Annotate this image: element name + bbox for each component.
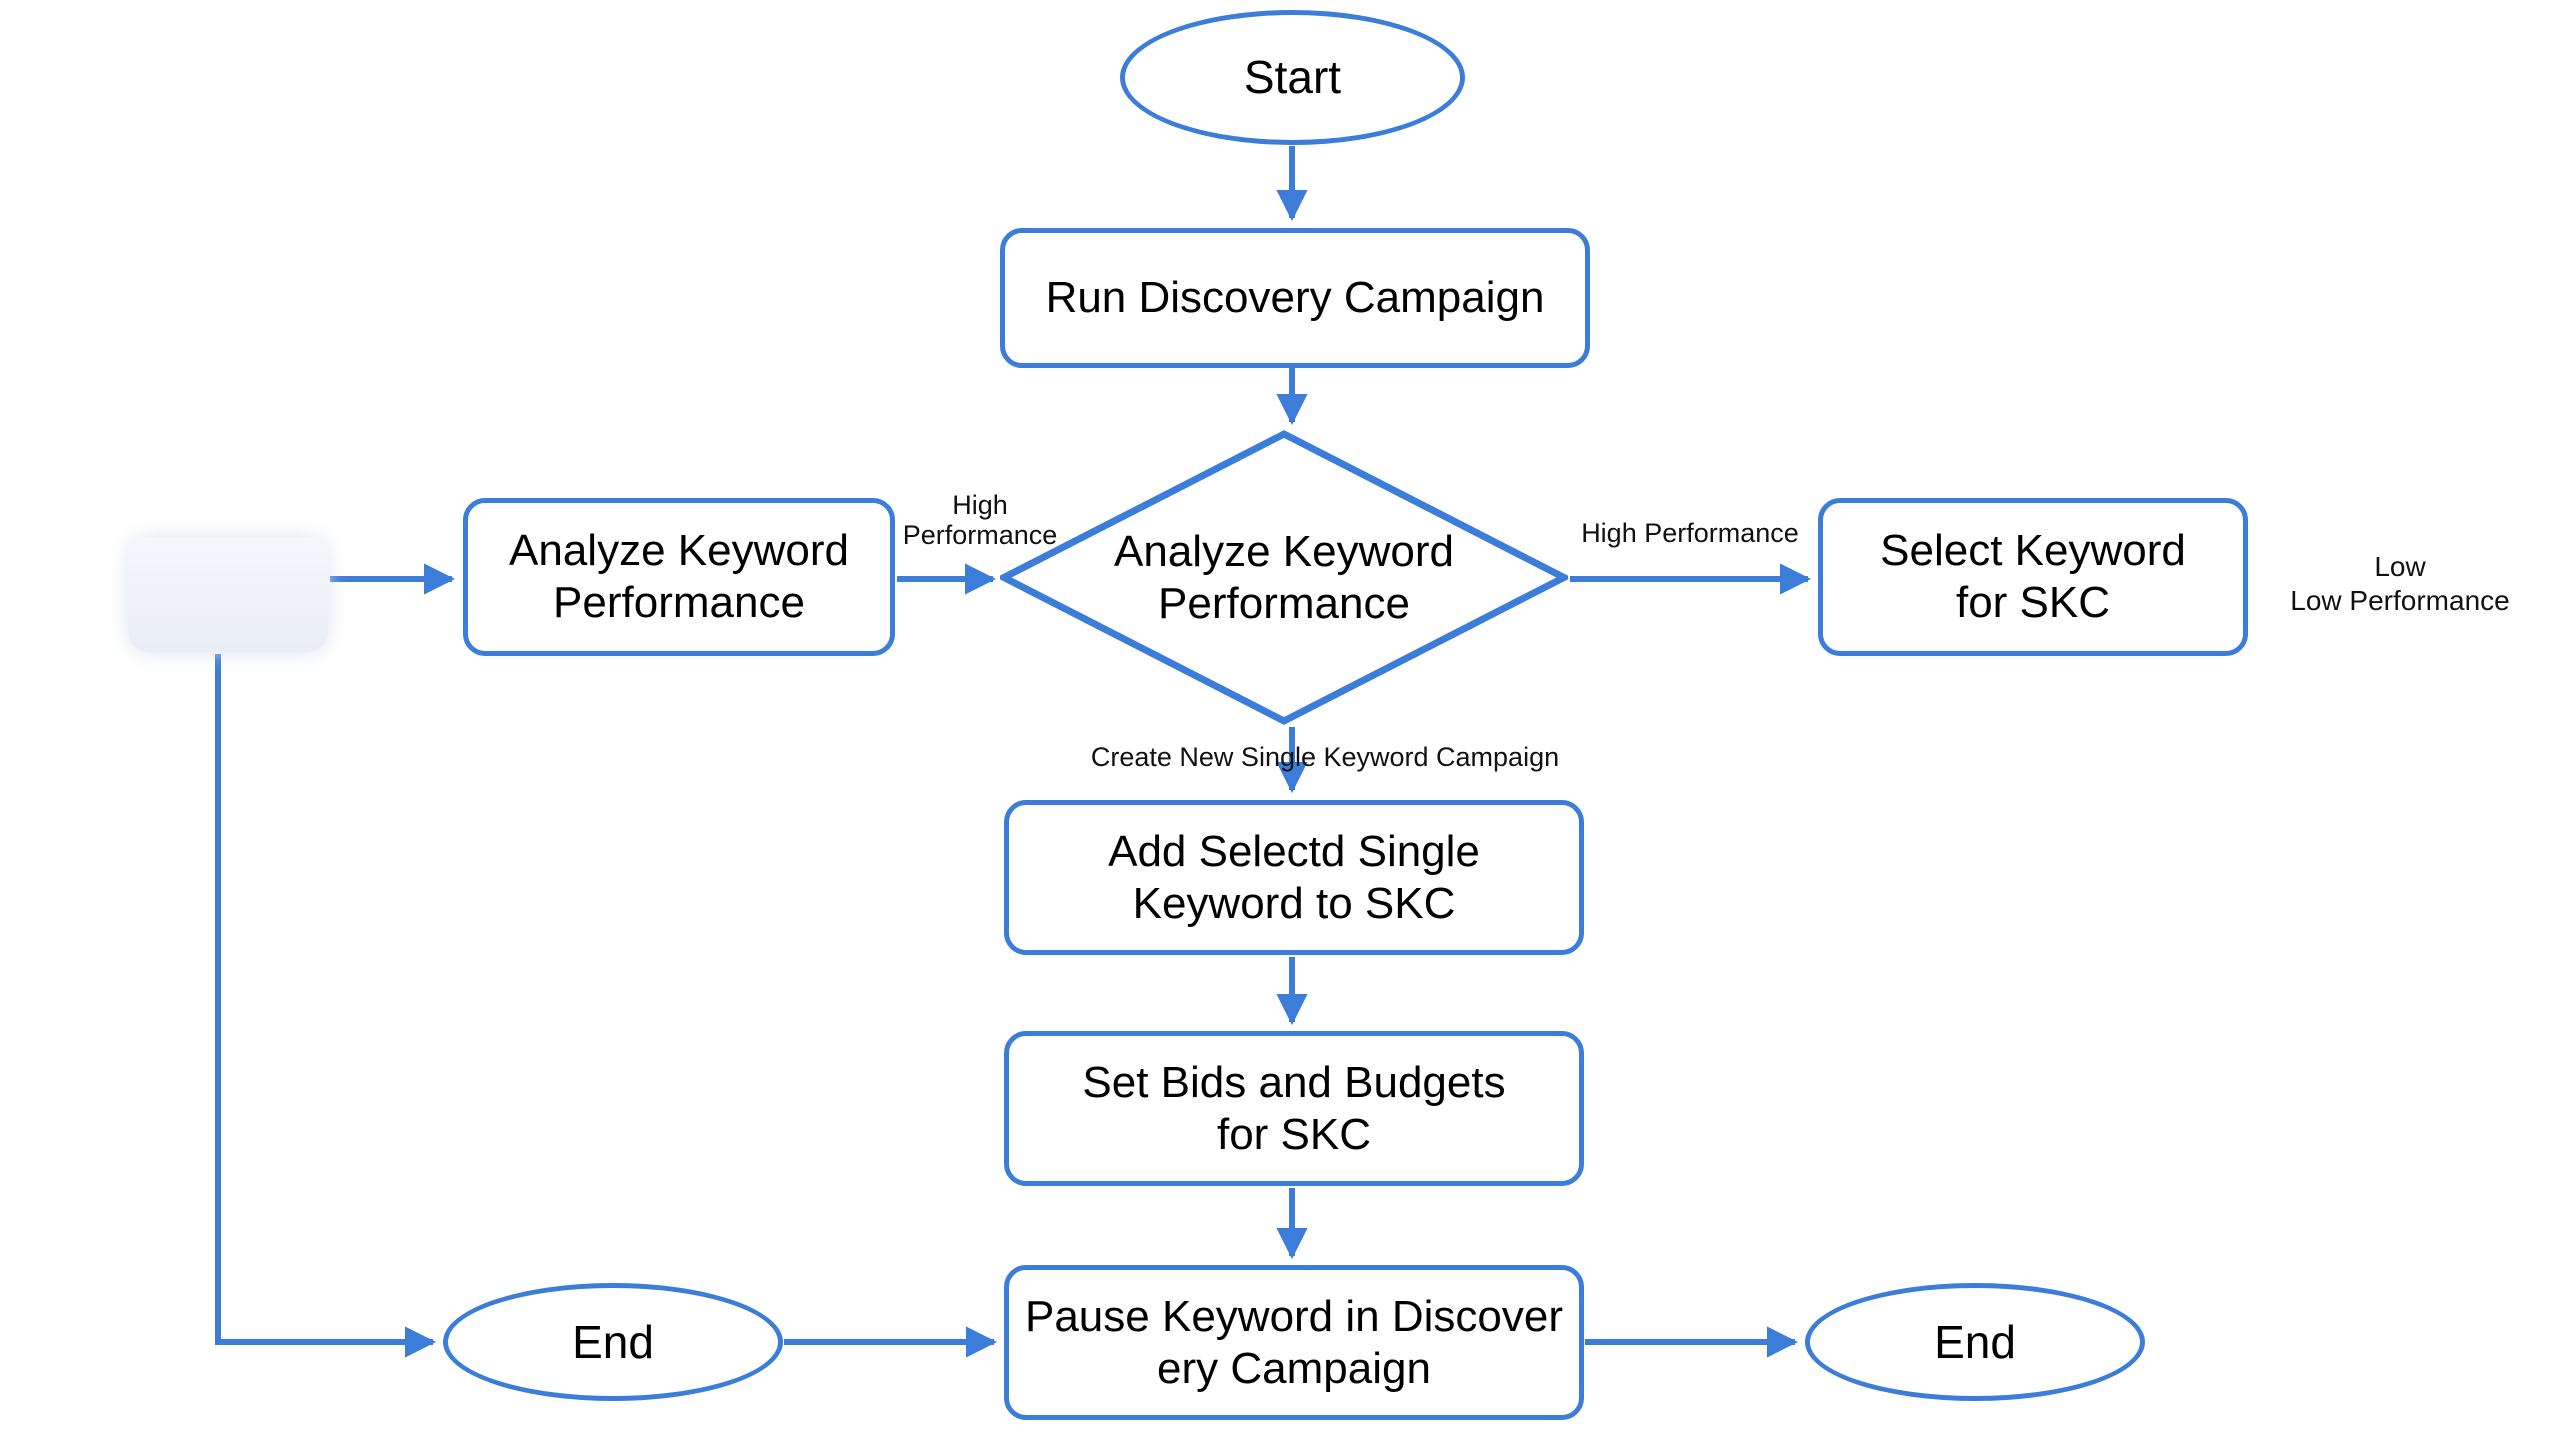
end-terminator-right-label: End — [1934, 1315, 2016, 1368]
analyze-keyword-performance-decision-label: Analyze Keyword Performance — [1114, 526, 1454, 628]
analyze-keyword-performance-process[interactable]: Analyze Keyword Performance — [463, 498, 895, 656]
set-bids-and-budgets-process[interactable]: Set Bids and Budgets for SKC — [1004, 1031, 1584, 1186]
pause-keyword-in-discovery-label: Pause Keyword in Discover ery Campaign — [1024, 1291, 1563, 1393]
ghost-placeholder-node[interactable] — [128, 537, 328, 652]
end-terminator-left[interactable]: End — [443, 1283, 783, 1401]
run-discovery-campaign-process[interactable]: Run Discovery Campaign — [1000, 228, 1590, 368]
set-bids-and-budgets-label: Set Bids and Budgets for SKC — [1082, 1057, 1506, 1159]
edge-label-create-new-single-keyword-campaign: Create New Single Keyword Campaign — [1090, 742, 1560, 772]
analyze-keyword-performance-decision[interactable]: Analyze Keyword Performance — [1000, 430, 1568, 725]
select-keyword-for-skc-label: Select Keyword for SKC — [1880, 526, 2186, 627]
end-terminator-right[interactable]: End — [1805, 1283, 2145, 1401]
pause-keyword-in-discovery-process[interactable]: Pause Keyword in Discover ery Campaign — [1004, 1265, 1584, 1420]
floating-note-low-low-performance: Low Low Performance — [2290, 551, 2510, 616]
add-selected-single-keyword-label: Add Selectd Single Keyword to SKC — [1108, 826, 1480, 928]
end-terminator-left-label: End — [572, 1315, 654, 1368]
start-terminator-label: Start — [1243, 51, 1342, 104]
edge-ghost-to-end-left — [215, 654, 437, 1358]
edge-label-high-performance-right: High Performance — [1581, 518, 1799, 548]
decision-diamond-shape — [1000, 430, 1568, 725]
run-discovery-campaign-label: Run Discovery Campaign — [1045, 273, 1545, 323]
analyze-keyword-performance-process-label: Analyze Keyword Performance — [509, 526, 849, 627]
select-keyword-for-skc-process[interactable]: Select Keyword for SKC — [1818, 498, 2248, 656]
edge-label-high-performance-left: High Performance — [902, 490, 1058, 551]
add-selected-single-keyword-process[interactable]: Add Selectd Single Keyword to SKC — [1004, 800, 1584, 955]
start-terminator[interactable]: Start — [1120, 10, 1465, 145]
